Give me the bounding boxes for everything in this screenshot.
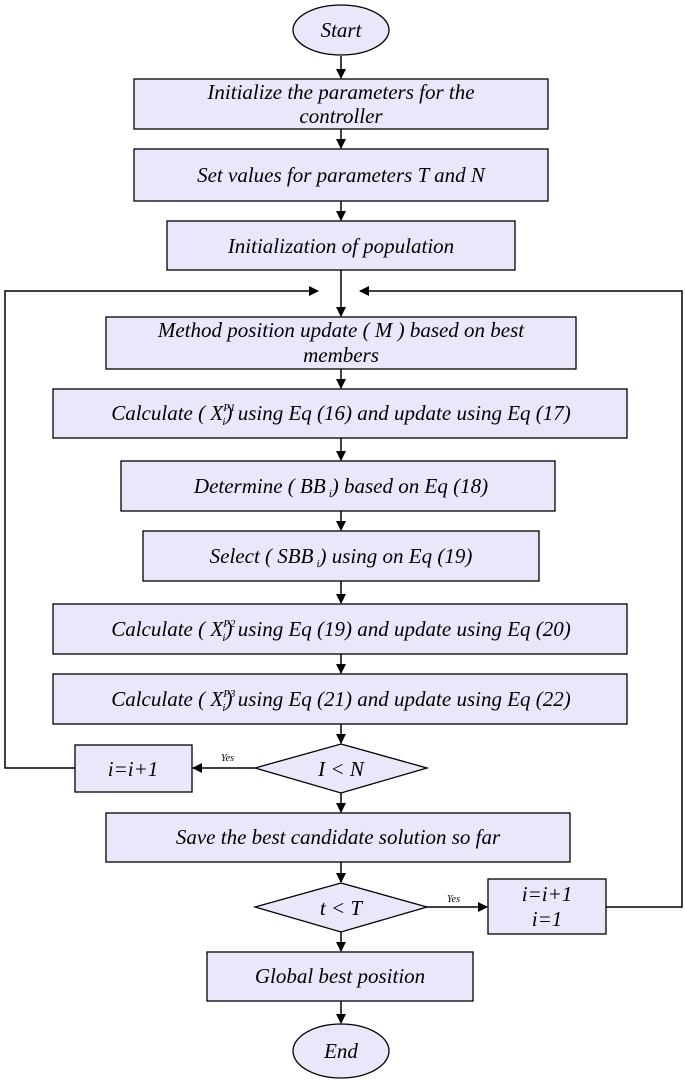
yes-label-i: Yes: [221, 753, 234, 764]
increment-t-line1: i=i+1: [522, 882, 573, 906]
decision-i-node: I < N: [252, 743, 430, 794]
init-params-line1: Initialize the parameters for the: [206, 80, 474, 104]
start-node: Start: [292, 4, 390, 56]
increment-i-label: i=i+1: [108, 757, 159, 781]
set-values-node: Set values for parameters T and N: [133, 148, 549, 202]
decision-i-label: I < N: [317, 757, 365, 781]
init-population-node: Initialization of population: [166, 220, 516, 271]
global-best-node: Global best position: [206, 951, 474, 1002]
init-population-label: Initialization of population: [227, 234, 454, 258]
init-params-line2: controller: [299, 104, 383, 128]
save-best-node: Save the best candidate solution so far: [105, 812, 571, 863]
decision-t-node: t < T: [252, 882, 430, 933]
increment-t-node: i=i+1 i=1: [487, 878, 607, 935]
init-params-node: Initialize the parameters for the contro…: [133, 78, 549, 130]
start-label: Start: [321, 18, 363, 42]
end-label: End: [323, 1039, 358, 1063]
global-best-label: Global best position: [255, 964, 425, 988]
method-update-line2: members: [303, 343, 379, 367]
decision-t-label: t < T: [320, 896, 364, 920]
increment-i-node: i=i+1: [74, 744, 193, 793]
set-values-label: Set values for parameters T and N: [197, 163, 486, 187]
edge-loop-right: [359, 286, 683, 908]
increment-t-line2: i=1: [532, 907, 563, 931]
method-update-node: Method position update ( M ) based on be…: [105, 316, 577, 370]
edge-loop-left: [4, 286, 319, 769]
save-best-label: Save the best candidate solution so far: [176, 825, 501, 849]
method-update-line1: Method position update ( M ) based on be…: [157, 318, 525, 342]
end-node: End: [292, 1023, 390, 1079]
yes-label-t: Yes: [447, 894, 460, 905]
